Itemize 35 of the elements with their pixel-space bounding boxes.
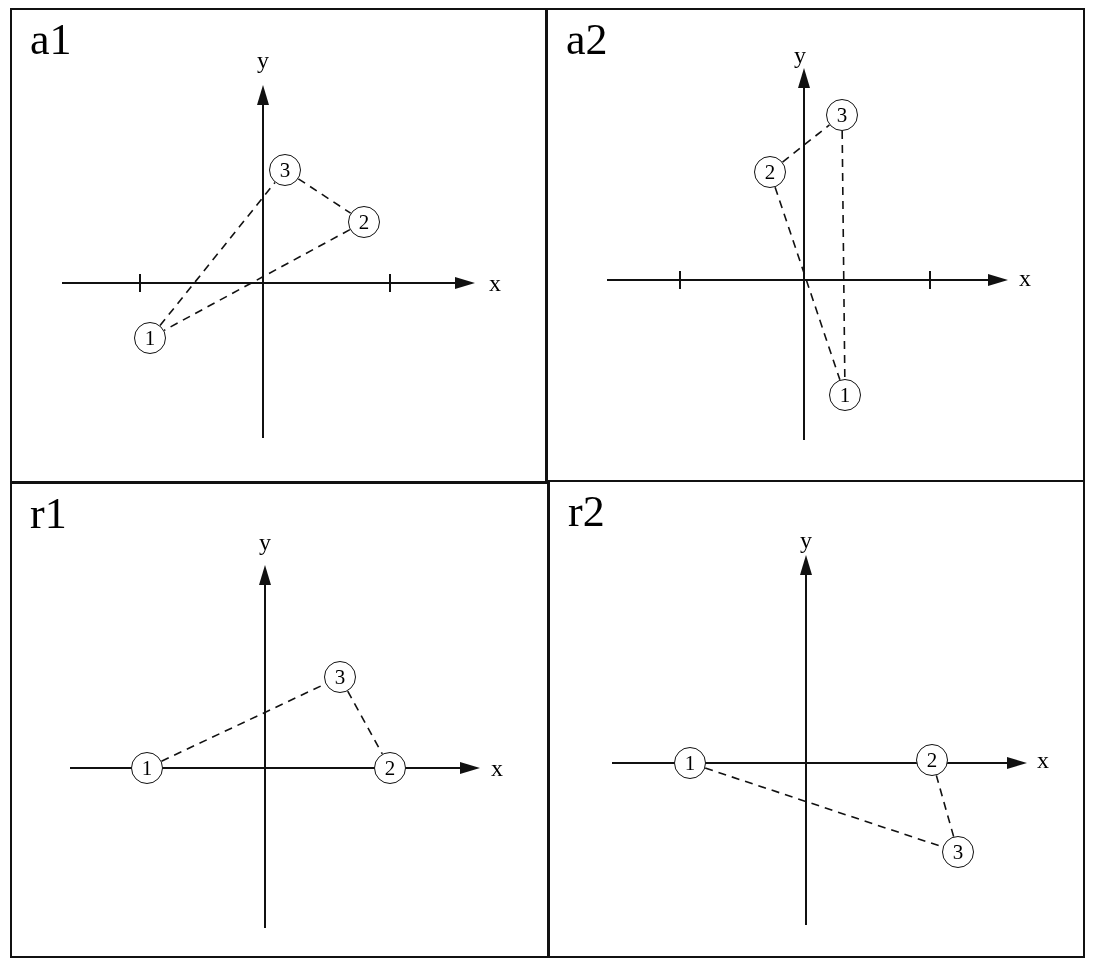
numbered-circle: 3	[942, 836, 974, 868]
axis-label: x	[1019, 266, 1031, 290]
axis-label: x	[1037, 748, 1049, 772]
panel-label: r1	[30, 492, 67, 536]
dashed-line	[159, 181, 276, 327]
graph-panel	[10, 8, 547, 483]
numbered-circle: 1	[674, 747, 706, 779]
axis-label: y	[259, 530, 271, 554]
axis-label: y	[257, 48, 269, 72]
panel-label: a1	[30, 18, 72, 62]
numbered-circle: 3	[826, 99, 858, 131]
graph-panel	[546, 8, 1085, 482]
numbered-circle: 1	[134, 322, 166, 354]
dashed-line	[346, 690, 384, 755]
numbered-circle: 2	[348, 206, 380, 238]
panel-label: a2	[566, 18, 608, 62]
graph-panel	[10, 482, 549, 958]
dashed-line	[781, 124, 831, 163]
numbered-circle: 2	[754, 156, 786, 188]
numbered-circle: 2	[374, 752, 406, 784]
numbered-circle: 3	[324, 661, 356, 693]
numbered-circle: 3	[269, 154, 301, 186]
graph-panel	[548, 480, 1085, 958]
numbered-circle: 1	[829, 379, 861, 411]
axis-label: x	[489, 271, 501, 295]
numbered-circle: 1	[131, 752, 163, 784]
axis-label: x	[491, 756, 503, 780]
axis-label: y	[794, 43, 806, 67]
axis-label: y	[800, 528, 812, 552]
dashed-line	[297, 178, 352, 214]
dashed-line	[163, 228, 351, 332]
dashed-line	[774, 186, 841, 381]
dashed-line	[841, 130, 846, 380]
numbered-circle: 2	[916, 744, 948, 776]
panel-label: r2	[568, 490, 605, 534]
